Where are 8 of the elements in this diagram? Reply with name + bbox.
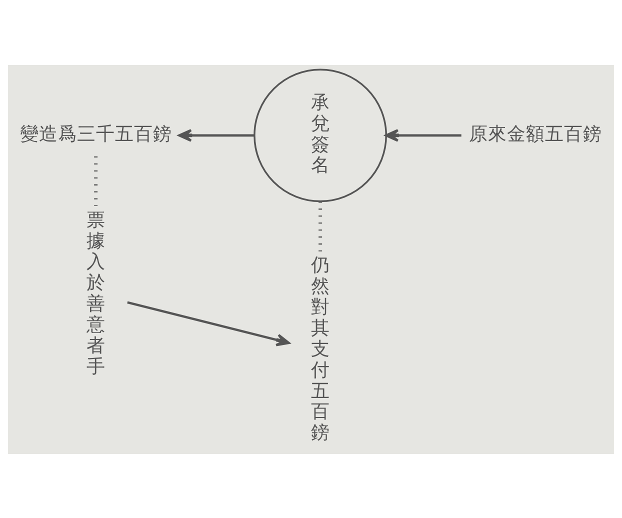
node-text: 票據入於善意者手 bbox=[86, 209, 106, 377]
node-text: 變造爲三千五百鎊 bbox=[20, 123, 172, 144]
node-text: 仍然對其支付五百鎊 bbox=[310, 254, 330, 444]
arrow bbox=[384, 128, 462, 142]
node-circle: 承兌簽名 bbox=[254, 68, 388, 202]
node-text: 原來金額五百鎊 bbox=[468, 123, 602, 144]
arrow bbox=[178, 128, 254, 142]
arrow bbox=[127, 300, 290, 346]
